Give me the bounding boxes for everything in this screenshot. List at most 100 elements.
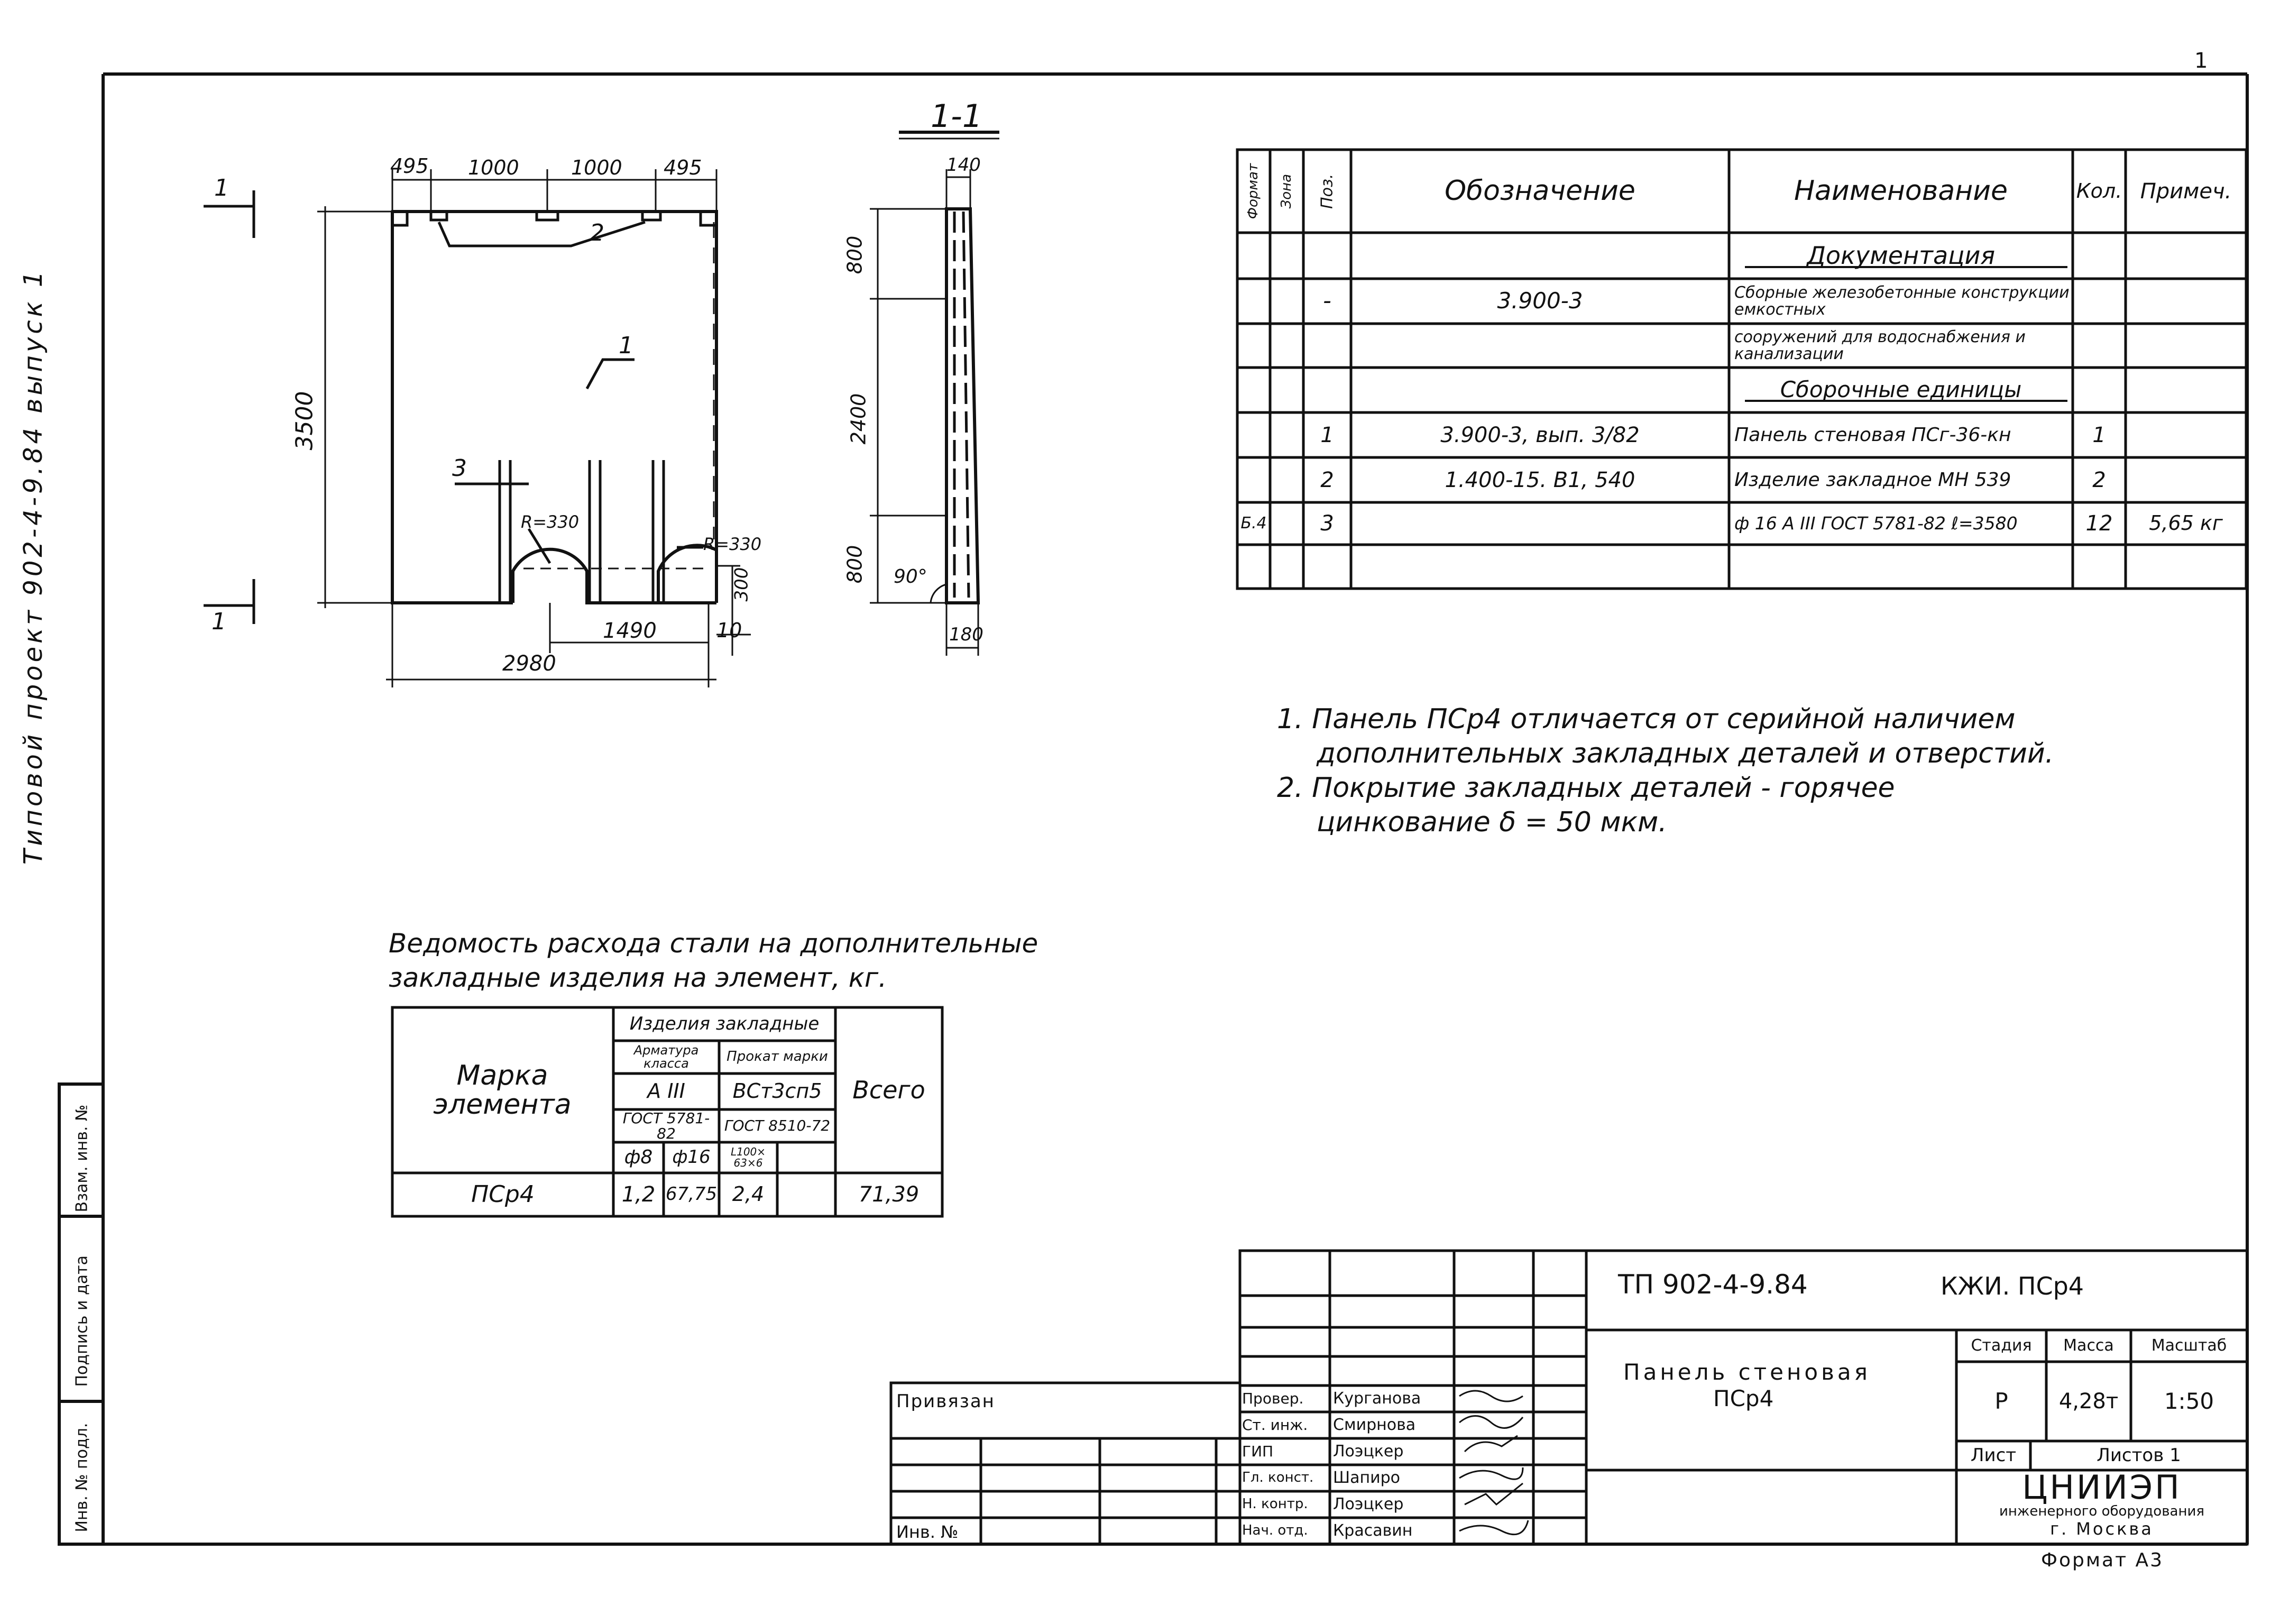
scale-header: Масштаб (2151, 1336, 2227, 1355)
spec-row-5-pos: 2 (1320, 467, 1334, 492)
inv-label: Инв. № (896, 1522, 959, 1542)
spec-row-1-name: Сборные железобетонные конструкции емкос… (1734, 283, 2070, 319)
spec-row-6-name: ф 16 А III ГОСТ 5781-82 ℓ=3580 (1734, 512, 2018, 534)
spec-header-pos: Поз. (1318, 173, 1337, 209)
dim-300: 300 (731, 567, 752, 602)
stamp-vzam: Взам. инв. № (72, 1104, 91, 1213)
note-line-3: 2. Покрытие закладных деталей - горячее (1277, 772, 1895, 804)
section-dim-800-top: 800 (843, 235, 867, 274)
steel-caption-2: закладные изделия на элемент, кг. (389, 962, 887, 993)
signatory-role: Ст. инж. (1242, 1416, 1308, 1434)
steel-col-d8: ф8 (624, 1146, 653, 1169)
signatory-name: Красавин (1333, 1521, 1413, 1540)
steel-rolled-grade: ВСт3сп5 (732, 1079, 822, 1103)
mass-value: 4,28т (2058, 1389, 2119, 1414)
note-line-1: 1. Панель ПСр4 отличается от серийной на… (1277, 703, 2016, 735)
signatory-name: Лоэцкер (1333, 1442, 1404, 1461)
signatory-name: Курганова (1333, 1389, 1421, 1408)
signatory-role: Провер. (1242, 1390, 1304, 1408)
radius-right: R=330 (703, 534, 762, 554)
spec-row-6-note: 5,65 кг (2149, 511, 2223, 535)
steel-table-grid (391, 1006, 944, 1218)
steel-rebar-gost: ГОСТ 5781-82 (622, 1109, 710, 1142)
steel-col-angle: L100× 63×6 (730, 1145, 766, 1169)
spec-header-qty: Кол. (2076, 179, 2122, 203)
format-label: Формат А3 (2041, 1549, 2164, 1571)
title-code: ТП 902-4-9.84 (1618, 1269, 1808, 1300)
steel-rebar-class: А III (647, 1079, 685, 1103)
signatory-role: ГИП (1242, 1443, 1274, 1461)
scale-value: 1:50 (2164, 1388, 2214, 1414)
dim-top-1: 495 (390, 154, 429, 178)
spec-row-5-designation: 1.400-15. В1, 540 (1445, 467, 1635, 492)
spec-table-grid (1236, 148, 2248, 590)
spec-row-5-name: Изделие закладное МН 539 (1734, 469, 2011, 491)
steel-caption-1: Ведомость расхода стали на дополнительны… (389, 928, 1038, 959)
spec-row-1-pos: - (1323, 287, 1331, 315)
steel-row-total: 71,39 (858, 1182, 920, 1207)
callout-3: 3 (452, 455, 467, 482)
org-name: ЦНИИЭП (2022, 1470, 2182, 1504)
spec-row-3-name: Сборочные единицы (1780, 377, 2022, 403)
steel-row-d16: 67,75 (665, 1183, 718, 1205)
callout-1: 1 (619, 332, 633, 359)
note-line-4: цинкование δ = 50 мкм. (1317, 806, 1667, 838)
dim-top-4: 495 (664, 156, 702, 179)
dim-10: 10 (716, 619, 742, 642)
spec-row-1-designation: 3.900-3 (1497, 288, 1583, 314)
steel-header-rolled: Прокат марки (727, 1049, 828, 1065)
sheet-label: Лист (1970, 1444, 2017, 1466)
spec-row-6-pos: 3 (1320, 511, 1334, 536)
stamp-podpis: Подпись и дата (72, 1255, 91, 1387)
callout-2: 2 (590, 219, 604, 246)
section-dim-2400: 2400 (847, 393, 870, 445)
mass-header: Масса (2063, 1336, 2114, 1355)
stamp-inv-podl: Инв. № подл. (72, 1423, 91, 1533)
panel-plan-view (204, 169, 751, 687)
dim-2980: 2980 (502, 652, 556, 676)
spec-header-format: Формат (1245, 163, 1262, 219)
steel-col-d16: ф16 (672, 1146, 711, 1168)
bound-label: Привязан (896, 1391, 995, 1412)
section-mark-top: 1 (214, 175, 229, 201)
steel-header-rebar: Арматура класса (633, 1042, 699, 1071)
stage-value: Р (1994, 1388, 2008, 1414)
steel-header-mark: Марка элемента (433, 1059, 572, 1121)
spec-header-designation: Обозначение (1445, 175, 1635, 207)
spec-row-2-name: сооружений для водоснабжения и канализац… (1734, 328, 2026, 363)
spec-row-4-pos: 1 (1320, 423, 1334, 447)
title-block-grid (889, 1249, 2249, 1546)
org-line-2: инженерного оборудования (1999, 1503, 2204, 1520)
steel-row-mark: ПСр4 (471, 1180, 535, 1208)
section-title: 1-1 (931, 98, 982, 135)
signatory-name: Лоэцкер (1333, 1495, 1404, 1514)
signatory-role: Н. контр. (1242, 1496, 1308, 1512)
steel-row-d8: 1,2 (621, 1182, 656, 1207)
sheets-label: Листов 1 (2097, 1444, 2181, 1466)
signatory-role: Нач. отд. (1242, 1522, 1308, 1539)
steel-header-group: Изделия закладные (629, 1013, 820, 1034)
spec-row-6-qty: 12 (2085, 511, 2113, 536)
radius-left: R=330 (521, 512, 580, 532)
dim-height: 3500 (291, 391, 318, 451)
section-thickness-top: 140 (946, 154, 981, 176)
section-angle: 90° (894, 566, 927, 588)
dim-top-3: 1000 (571, 156, 622, 179)
spec-row-4-name: Панель стеновая ПСг-36-кн (1734, 424, 2011, 446)
spec-row-4-qty: 1 (2092, 423, 2106, 447)
steel-rolled-gost: ГОСТ 8510-72 (724, 1117, 831, 1135)
title-line-1: Панель стеновая (1623, 1359, 1871, 1385)
steel-row-angle: 2,4 (732, 1182, 765, 1206)
spec-row-6-format: Б.4 (1240, 514, 1267, 533)
left-stamp-box (58, 1082, 105, 1546)
stage-header: Стадия (1971, 1336, 2032, 1355)
title-line-2: ПСр4 (1713, 1386, 1774, 1411)
section-view (870, 131, 999, 656)
note-line-2: дополнительных закладных деталей и отвер… (1317, 738, 2054, 769)
spec-header-note: Примеч. (2140, 179, 2232, 204)
spec-row-5-qty: 2 (2092, 467, 2106, 492)
signatory-name: Смирнова (1333, 1416, 1416, 1435)
spec-header-name: Наименование (1794, 175, 2008, 207)
dim-1490: 1490 (603, 619, 657, 643)
